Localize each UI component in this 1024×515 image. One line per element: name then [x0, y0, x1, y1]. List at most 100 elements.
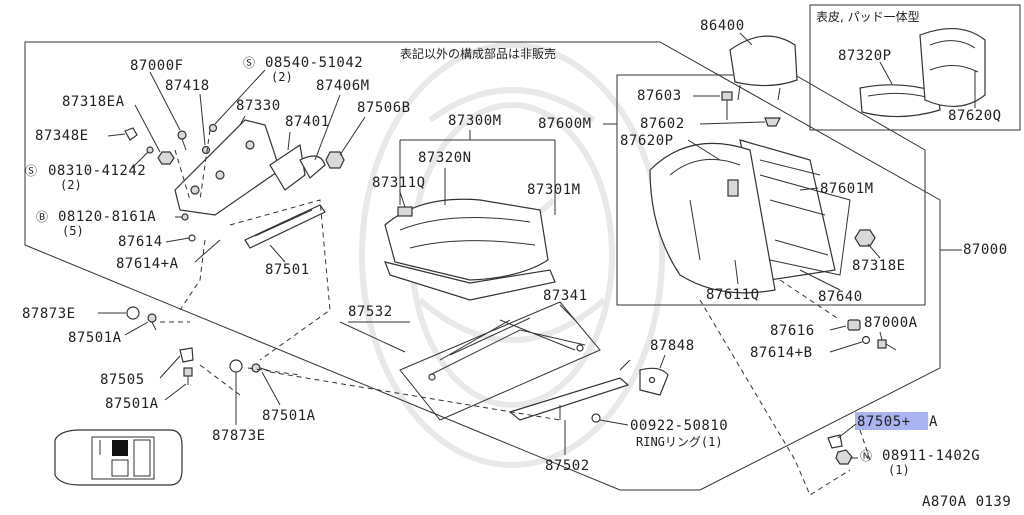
- bolt-87000f: [177, 130, 187, 151]
- label-87614b: 87614+B: [750, 345, 813, 361]
- nut-87318ea: [157, 151, 175, 165]
- clip-87505: [179, 347, 194, 363]
- label-08120-qty: (5): [62, 224, 84, 238]
- cap-87873e-bottom: [229, 359, 243, 373]
- leader-86400: [739, 32, 753, 46]
- label-87401: 87401: [285, 114, 330, 130]
- label-87506b: 87506B: [357, 100, 411, 116]
- label-87603: 87603: [637, 88, 682, 104]
- screw-08120: [181, 213, 189, 221]
- inset-box: [809, 4, 1021, 131]
- label-87640: 87640: [818, 289, 863, 305]
- label-08911: 08911-1402G: [882, 448, 980, 464]
- label-87300m: 87300M: [448, 113, 502, 129]
- label-87000a: 87000A: [864, 315, 918, 331]
- label-87000f: 87000F: [130, 58, 184, 74]
- label-87848: 87848: [650, 338, 695, 354]
- label-87611q: 87611Q: [706, 287, 760, 303]
- nut-08911: [835, 449, 853, 465]
- clip-87505a: [827, 434, 843, 449]
- label-87616: 87616: [770, 323, 815, 339]
- washer-87614b: [861, 335, 871, 345]
- lower-left-leaders: [98, 312, 281, 425]
- label-87505: 87505: [100, 372, 145, 388]
- lever-87401: [269, 143, 306, 191]
- label-87505a-suffix: A: [929, 414, 938, 430]
- label-87601m: 87601M: [820, 181, 874, 197]
- cap-87348e: [124, 127, 138, 141]
- left-leaders: [107, 69, 366, 263]
- label-87614: 87614: [118, 234, 163, 250]
- washer-87614: [188, 234, 196, 242]
- inset-leaders: [879, 61, 976, 108]
- label-86400: 86400: [700, 18, 745, 34]
- seat-back-wire: [759, 174, 851, 276]
- label-08911-qty: (1): [888, 463, 910, 477]
- label-08310: 08310-41242: [48, 163, 146, 179]
- wire-87532: [339, 321, 406, 353]
- label-87502: 87502: [545, 458, 590, 474]
- screw-08310: [146, 146, 154, 154]
- circle-s-2: Ⓢ: [25, 164, 37, 178]
- label-87318ea: 87318EA: [62, 94, 125, 110]
- label-87000: 87000: [963, 242, 1008, 258]
- seat-cushion-leaders: [399, 130, 556, 215]
- label-87620p: 87620P: [620, 133, 674, 149]
- lower-right-leaders: [837, 423, 858, 459]
- label-87348e: 87348E: [35, 128, 89, 144]
- label-87532: 87532: [348, 304, 393, 320]
- ring-00922: [591, 413, 601, 423]
- right-dashed: [699, 279, 871, 496]
- slide-rail-87502: [508, 359, 631, 421]
- bolt-08540: [208, 123, 218, 133]
- plate-87616: [847, 319, 861, 331]
- label-87501a-2: 87501A: [105, 396, 159, 412]
- label-87406m: 87406M: [316, 78, 370, 94]
- seat-cushion-pad: [384, 198, 549, 281]
- seat-back-leaders: [603, 95, 962, 291]
- label-87873e-left: 87873E: [22, 306, 76, 322]
- nut-87506b: [325, 151, 345, 169]
- seat-cushion-frame: [384, 261, 556, 301]
- label-00922: 00922-50810: [630, 418, 728, 434]
- label-87600m: 87600M: [538, 116, 592, 132]
- label-87501a-3: 87501A: [262, 408, 316, 424]
- label-87418: 87418: [165, 78, 210, 94]
- seat-back-pad: [649, 142, 776, 294]
- bolt-87603: [721, 91, 733, 120]
- label-87505a[interactable]: 87505+: [857, 414, 911, 430]
- seat-pan-87341: [428, 317, 586, 381]
- bolt-87501a-2: [183, 367, 193, 385]
- label-08310-qty: (2): [60, 178, 82, 192]
- headrest: [729, 35, 798, 101]
- recliner-plate-87330: [174, 119, 281, 216]
- label-87501: 87501: [265, 262, 310, 278]
- right-small-leaders: [829, 325, 883, 353]
- label-87330: 87330: [236, 98, 281, 114]
- inset-title: 表皮, パッド一体型: [816, 10, 920, 24]
- label-08540: 08540-51042: [265, 55, 363, 71]
- frame-87341-box: [399, 301, 601, 421]
- label-87501a-1: 87501A: [68, 330, 122, 346]
- clip-87602: [764, 117, 781, 127]
- cap-87873e-left: [126, 306, 140, 320]
- label-87320p: 87320P: [838, 48, 892, 64]
- rail-87501: [244, 204, 326, 249]
- bracket-87848: [639, 367, 669, 396]
- inset-seat-back: [919, 27, 986, 108]
- label-87318e: 87318E: [852, 258, 906, 274]
- car-position-icon: [54, 429, 183, 486]
- label-87341: 87341: [543, 288, 588, 304]
- nut-87318e: [854, 229, 876, 247]
- pan-leaders: [348, 304, 576, 323]
- rail-leaders: [564, 354, 666, 455]
- notice-text: 表記以外の構成部品は非販売: [400, 46, 556, 61]
- label-87620q: 87620Q: [948, 108, 1002, 124]
- label-87320n: 87320N: [418, 150, 472, 166]
- bolt-87000a: [877, 339, 897, 351]
- figure-code: A870A 0139: [922, 494, 1011, 510]
- circle-n: Ⓝ: [860, 449, 872, 463]
- label-87602: 87602: [640, 116, 685, 132]
